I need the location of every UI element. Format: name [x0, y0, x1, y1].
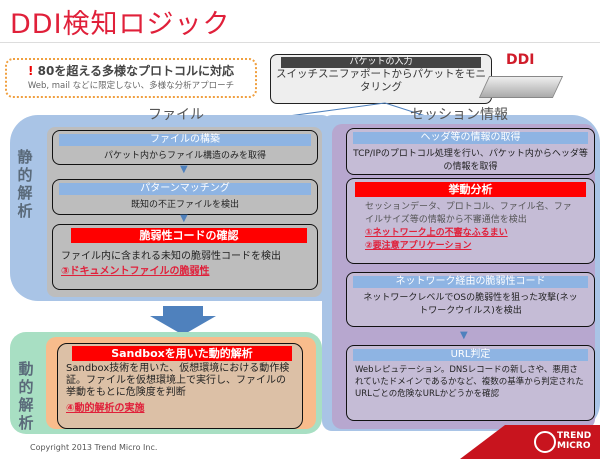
arrow-down-icon: ▼ [180, 213, 188, 224]
step-title: 挙動分析 [355, 182, 586, 197]
document-vuln-link[interactable]: ③ドキュメントファイルの脆弱性 [61, 266, 210, 277]
big-arrow-down-icon [150, 306, 216, 335]
packet-input-body: スイッチスニファポートからパケットをモニタリング [276, 68, 486, 93]
session-section-label: セッション情報 [410, 107, 508, 123]
dynamic-analysis-label: 動的解析 [18, 360, 34, 432]
footer-red-band [460, 425, 600, 459]
file-section-label: ファイル [148, 107, 204, 123]
arrow-down-icon: ▼ [180, 164, 188, 175]
step-desc: ファイル内に含まれる未知の脆弱性コードを検出 [61, 251, 281, 262]
trend-micro-logo-text: TREND MICRO [557, 431, 592, 451]
risky-app-link[interactable]: ②要注意アプリケーション [365, 241, 472, 251]
step-desc: パケット内からファイル構造のみを取得 [103, 151, 266, 161]
exclamation-icon: ! [27, 64, 34, 78]
arrow-down-icon: ▼ [460, 330, 468, 341]
dynamic-analysis-link[interactable]: ④動的解析の実施 [66, 403, 145, 414]
session-step-1: ヘッダ等の情報の取得 TCP/IPのプロトコル処理を行い、パケット内からヘッダ等… [346, 128, 595, 175]
file-step-2: パターンマッチング 既知の不正ファイルを検出 [52, 179, 318, 215]
sandbox-box: Sandboxを用いた動的解析 Sandbox技術を用いた、仮想環境における動作… [57, 343, 303, 429]
session-step-3: ネットワーク経由の脆弱性コード ネットワークレベルでOSの脆弱性を狙った攻撃(ネ… [346, 272, 595, 327]
session-step-2: 挙動分析 セッションデータ、プロトコル、ファイル名、ファイルサイズ等の情報から不… [346, 178, 595, 264]
ddi-label: DDI [506, 52, 535, 68]
file-step-1: ファイルの構築 パケット内からファイル構造のみを取得 [52, 130, 318, 165]
file-step-3: 脆弱性コードの確認 ファイル内に含まれる未知の脆弱性コードを検出 ③ドキュメント… [52, 224, 318, 290]
page-title: DDI検知ロジック [10, 9, 231, 40]
title-divider [0, 42, 600, 43]
step-desc: ネットワークレベルでOSの脆弱性を狙った攻撃(ネットワークウイルス)を検出 [363, 293, 578, 316]
step-title: ネットワーク経由の脆弱性コード [353, 276, 588, 288]
callout-sub: Web, mail などに限定しない、多様な分析アプローチ [27, 81, 235, 91]
step-title: 脆弱性コードの確認 [71, 228, 307, 243]
suspicious-behavior-link[interactable]: ①ネットワーク上の不審なふるまい [365, 228, 508, 238]
step-title: URL判定 [353, 349, 588, 361]
step-desc: 既知の不正ファイルを検出 [130, 200, 239, 210]
packet-input-box: パケットの入力 スイッチスニファポートからパケットをモニタリング [270, 54, 492, 104]
callout-headline: 80を超える多様なプロトコルに対応 [37, 64, 234, 78]
step-title: ファイルの構築 [59, 134, 311, 146]
protocol-callout: ! 80を超える多様なプロトコルに対応 Web, mail などに限定しない、多… [5, 58, 257, 98]
step-desc: TCP/IPのプロトコル処理を行い、パケット内からヘッダ等の情報を取得 [353, 149, 588, 172]
trend-micro-logo-icon [534, 431, 556, 453]
sandbox-desc: Sandbox技術を用いた、仮想環境における動作検証。ファイルを仮想環境上で実行… [66, 363, 290, 398]
packet-input-header: パケットの入力 [281, 57, 481, 68]
step-desc: セッションデータ、プロトコル、ファイル名、ファイルサイズ等の情報から不審通信を検… [365, 202, 572, 225]
sandbox-title: Sandboxを用いた動的解析 [72, 346, 292, 361]
step-title: パターンマッチング [59, 183, 311, 195]
static-analysis-label: 静的解析 [17, 148, 33, 220]
session-step-4: URL判定 Webレピュテーション。DNSレコードの新しさや、悪用されていたドメ… [346, 345, 595, 421]
step-title: ヘッダ等の情報の取得 [353, 132, 588, 144]
step-desc: Webレピュテーション。DNSレコードの新しさや、悪用されていたドメインであるか… [355, 365, 584, 399]
copyright: Copyright 2013 Trend Micro Inc. [30, 443, 158, 452]
